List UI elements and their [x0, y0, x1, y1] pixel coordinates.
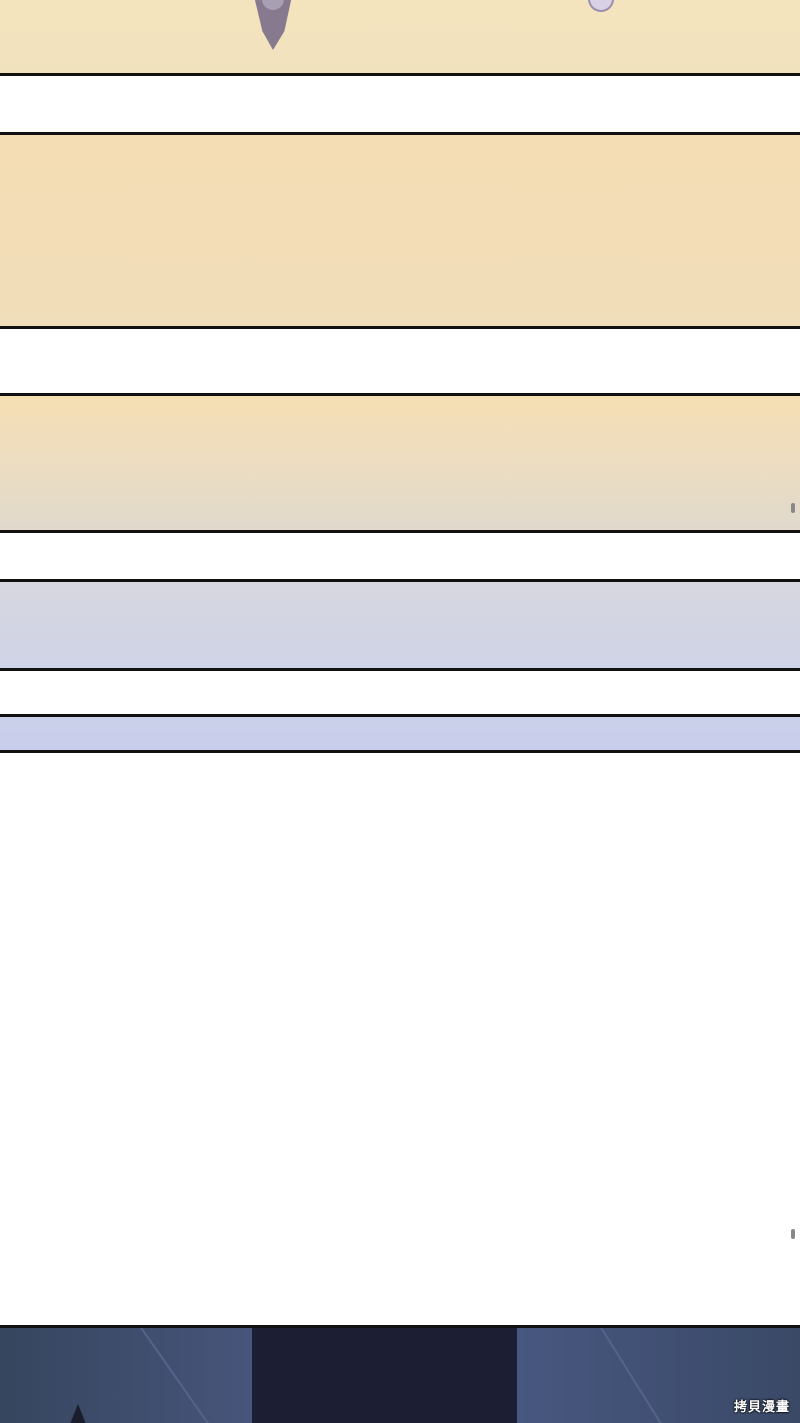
shoe-right-icon [588, 0, 614, 12]
comic-panel-warm-sky-2 [0, 393, 800, 533]
shoe-left-highlight [262, 0, 284, 10]
night-doorway [252, 1328, 517, 1423]
comic-panel-lavender-sky-1 [0, 579, 800, 671]
night-left-wall [0, 1328, 252, 1423]
comic-panel-night-room: 拷貝漫畫 [0, 1325, 800, 1423]
night-right-wall [517, 1328, 800, 1423]
scroll-marker [791, 503, 795, 513]
comic-panel-shoes [0, 0, 800, 76]
comic-panel-warm-sky-1 [0, 132, 800, 329]
comic-panel-lavender-sky-2 [0, 714, 800, 753]
watermark-text: 拷貝漫畫 [733, 1400, 790, 1415]
scroll-marker-2 [791, 1229, 795, 1239]
